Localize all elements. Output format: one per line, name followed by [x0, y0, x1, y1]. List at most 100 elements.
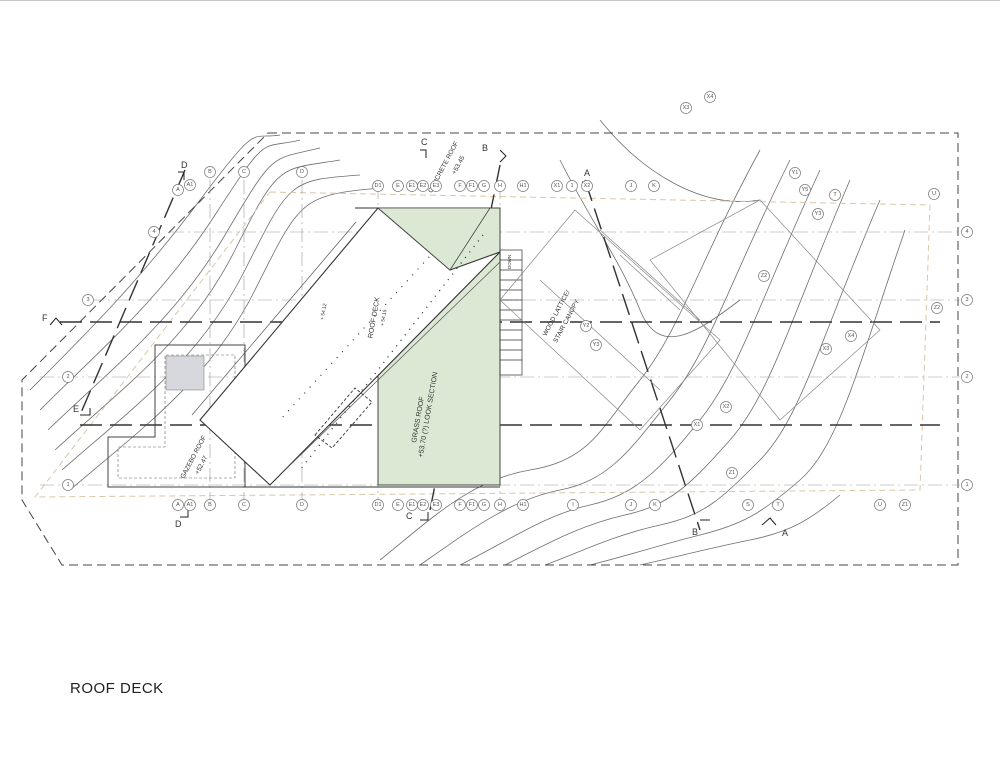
- grid-bubble-misc: X4: [845, 330, 857, 342]
- svg-text:H: H: [498, 183, 502, 189]
- grid-bubble-misc: X3: [820, 343, 832, 355]
- grid-bubble-bottom: B: [204, 499, 216, 511]
- svg-text:S: S: [746, 502, 750, 508]
- grid-bubble-right: 3: [961, 294, 973, 306]
- section-marker-a-bottom: A: [782, 528, 788, 538]
- grid-bubble-misc: Z1: [726, 467, 738, 479]
- grid-bubble-right: 1: [961, 479, 973, 491]
- grid-bubble-bottom: E2: [417, 499, 429, 511]
- section-marker-e: E: [73, 404, 79, 414]
- gazebo-roof-area: [165, 355, 205, 391]
- svg-text:C: C: [242, 502, 246, 508]
- grid-bubble-top: H1: [517, 180, 529, 192]
- section-marker-a-top: A: [584, 168, 590, 178]
- svg-text:C: C: [242, 169, 246, 175]
- grid-bubble-misc: Y2: [580, 320, 592, 332]
- grid-bubble-top: F: [454, 180, 466, 192]
- svg-text:G: G: [482, 502, 486, 508]
- svg-text:2: 2: [66, 374, 69, 380]
- section-marker-f: F: [42, 313, 48, 323]
- svg-text:D1: D1: [374, 502, 381, 508]
- grid-bubble-misc: Y3: [590, 339, 602, 351]
- svg-text:T: T: [776, 502, 780, 508]
- svg-text:A1: A1: [187, 182, 194, 188]
- svg-text:J: J: [630, 502, 633, 508]
- roof-deck-edge: [191, 221, 501, 471]
- grid-bubble-top: E1: [406, 180, 418, 192]
- svg-text:K: K: [653, 502, 657, 508]
- section-marker-d-top: D: [181, 160, 188, 170]
- grid-bubble-left: 4: [148, 226, 160, 238]
- svg-text:U: U: [932, 191, 936, 197]
- grid-bubble-top: 1: [566, 180, 578, 192]
- grid-bubble-top: C: [238, 166, 250, 178]
- grid-bubble-top: A: [172, 184, 184, 196]
- grid-bubble-top: X2: [581, 180, 593, 192]
- grid-bubble-right: 4: [961, 226, 973, 238]
- svg-text:3: 3: [86, 297, 89, 303]
- svg-text:E1: E1: [409, 502, 416, 508]
- gazebo-outline: [107, 344, 246, 488]
- svg-text:Y3: Y3: [815, 211, 822, 217]
- section-marker-b-bottom: B: [692, 527, 698, 537]
- svg-text:1: 1: [965, 482, 968, 488]
- svg-text:Z1: Z1: [902, 502, 908, 508]
- svg-text:X1: X1: [554, 183, 561, 189]
- building-footprint: [245, 207, 500, 488]
- grid-bubble-bottom: G: [478, 499, 490, 511]
- svg-text:Y3: Y3: [593, 342, 600, 348]
- svg-text:4: 4: [965, 229, 968, 235]
- svg-text:F: F: [458, 183, 462, 189]
- grid-bubble-top: E: [392, 180, 404, 192]
- grid-bubble-right: U: [928, 188, 940, 200]
- section-marker-b-top: B: [482, 143, 488, 153]
- svg-text:G: G: [482, 183, 486, 189]
- grid-bubble-bottom: F1: [466, 499, 478, 511]
- sheet-top-rule: [0, 0, 1000, 1]
- grid-bubble-top: H: [494, 180, 506, 192]
- grid-bubble-top: D1: [372, 180, 384, 192]
- grid-bubble-bottom: I: [567, 499, 579, 511]
- svg-text:X3: X3: [823, 346, 830, 352]
- grid-bubble-misc: X3: [680, 102, 692, 114]
- grid-bubble-top: G: [478, 180, 490, 192]
- svg-text:E3: E3: [433, 183, 440, 189]
- svg-text:E2: E2: [420, 183, 427, 189]
- svg-text:E1: E1: [409, 183, 416, 189]
- stair: [499, 249, 523, 376]
- svg-text:H: H: [498, 502, 502, 508]
- svg-text:X2: X2: [723, 404, 730, 410]
- grid-bubble-bottom: E: [392, 499, 404, 511]
- grid-bubble-left: 1: [62, 479, 74, 491]
- grid-bubble-top: A1: [184, 179, 196, 191]
- topographic-contours: [29, 119, 906, 566]
- grid-bubble-bottom: A: [172, 499, 184, 511]
- svg-text:A1: A1: [187, 502, 194, 508]
- svg-text:D: D: [300, 502, 304, 508]
- svg-text:1: 1: [570, 183, 573, 189]
- grid-bubble-left: 2: [62, 371, 74, 383]
- skylight: [314, 387, 373, 449]
- grid-bubble-misc: Y3: [812, 208, 824, 220]
- grid-bubble-bottom: T: [772, 499, 784, 511]
- svg-text:E: E: [396, 183, 400, 189]
- grid-bubble-top: X1: [551, 180, 563, 192]
- grid-bubble-top: E3: [430, 180, 442, 192]
- grid-bubble-bottom: H: [494, 499, 506, 511]
- svg-text:X1: X1: [694, 422, 701, 428]
- grid-bubble-misc: T: [829, 189, 841, 201]
- grid-bubble-misc: Y1: [789, 167, 801, 179]
- grid-bubble-top: E2: [417, 180, 429, 192]
- roof-deck-rail: [299, 234, 484, 471]
- svg-text:X4: X4: [848, 333, 855, 339]
- svg-text:A: A: [176, 502, 180, 508]
- svg-text:D1: D1: [374, 183, 381, 189]
- grid-bubble-bottom: D: [296, 499, 308, 511]
- svg-text:B: B: [208, 169, 212, 175]
- grid-bubble-bottom: U: [874, 499, 886, 511]
- section-marker-labels: D D C C B B A A F E: [42, 137, 788, 538]
- property-line: [33, 191, 931, 498]
- svg-text:H1: H1: [519, 183, 526, 189]
- grid-bubble-bottom: Z1: [899, 499, 911, 511]
